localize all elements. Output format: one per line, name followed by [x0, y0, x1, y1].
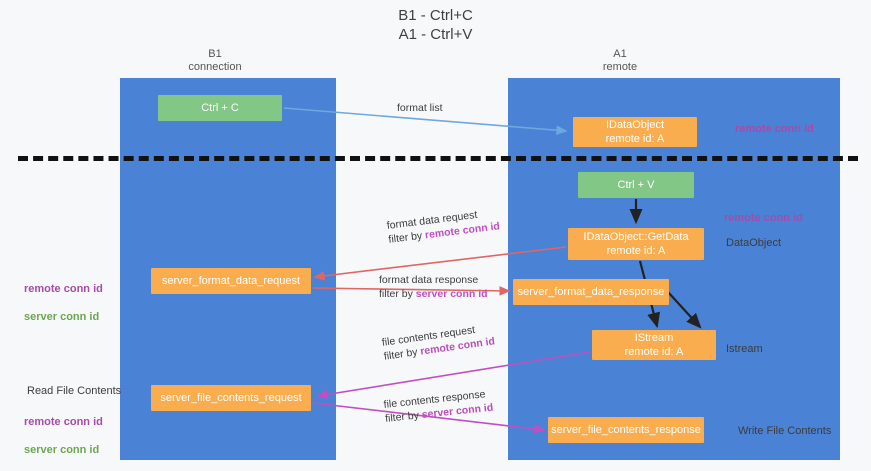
node-server-format-data-response[interactable]: server_format_data_response	[513, 279, 669, 305]
side-label-remote-conn-id-left-2: remote conn id	[24, 416, 103, 428]
column-header-b1: B1 connection	[188, 48, 242, 73]
edge-label-format-data-request: format data request filter by remote con…	[386, 205, 501, 246]
side-label-istream: Istream	[726, 343, 763, 355]
node-idataobject-getdata[interactable]: IDataObject::GetData remote id: A	[568, 228, 704, 260]
node-istream[interactable]: IStream remote id: A	[592, 330, 716, 360]
edge-label-format-list: format list	[397, 101, 443, 115]
edge-label-file-contents-response: file contents response filter by server …	[383, 387, 494, 426]
node-server-file-contents-response[interactable]: server_file_contents_response	[548, 417, 704, 443]
side-label-server-conn-id-left: server conn id	[24, 311, 100, 323]
edge-label-file-contents-request: file contents request filter by remote c…	[381, 320, 496, 363]
node-server-format-data-request[interactable]: server_format_data_request	[151, 268, 311, 294]
node-ctrl-v[interactable]: Ctrl + V	[578, 172, 694, 198]
column-header-a1: A1 remote	[602, 48, 638, 73]
side-label-conn-ids-bottom: remote conn id server conn id	[24, 401, 103, 471]
edge-label-format-data-response: format data response filter by server co…	[379, 273, 488, 301]
diagram-title: B1 - Ctrl+C A1 - Ctrl+V	[398, 7, 473, 43]
node-idataobject[interactable]: IDataObject remote id: A	[573, 117, 697, 147]
node-server-file-contents-request[interactable]: server_file_contents_request	[151, 385, 311, 411]
side-label-dataobject: DataObject	[726, 237, 782, 249]
side-label-read-file-contents: Read File Contents	[27, 385, 122, 397]
side-label-remote-conn-id-mid: remote conn id	[724, 212, 803, 224]
edge-label-format-list-line1: format list	[397, 102, 443, 114]
edge-label-format-data-response-line1: format data response	[379, 274, 479, 286]
section-divider	[18, 156, 858, 161]
side-label-remote-conn-id-left: remote conn id	[24, 283, 103, 295]
side-label-conn-ids-middle: remote conn id server conn id	[24, 268, 103, 338]
side-label-server-conn-id-left-2: server conn id	[24, 444, 100, 456]
node-ctrl-c[interactable]: Ctrl + C	[158, 95, 282, 121]
edge-label-format-data-response-line2: filter by server conn id	[379, 288, 488, 300]
side-label-remote-conn-id-top: remote conn id	[735, 123, 814, 135]
side-label-write-file-contents: Write File Contents	[738, 425, 832, 437]
filter-key-server-conn-id: server conn id	[415, 288, 488, 300]
